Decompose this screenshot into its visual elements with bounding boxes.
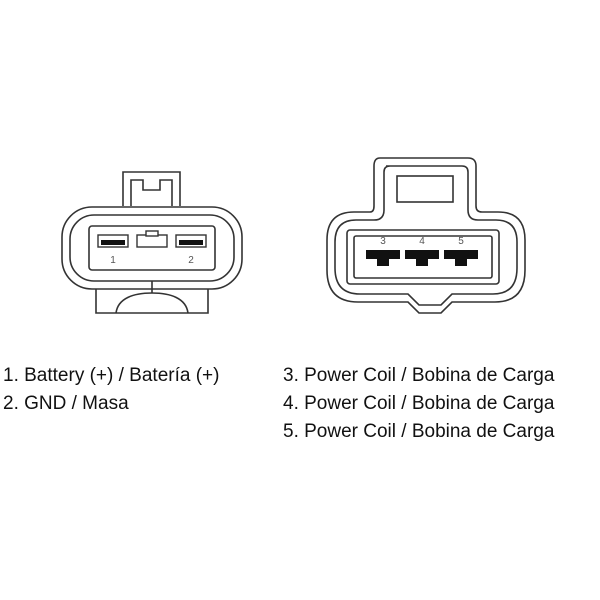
connector-right — [326, 157, 526, 314]
legend-item-2: 2. GND / Masa — [3, 393, 129, 414]
left-terminal-2 — [175, 234, 207, 248]
right-terminal-5-bar — [444, 250, 478, 259]
left-pin-label-2: 2 — [188, 255, 194, 266]
right-pin-cavity-inner — [353, 235, 493, 279]
left-bottom-arch — [115, 292, 189, 314]
left-top-latch-inner — [130, 179, 173, 206]
left-terminal-2-blade — [179, 240, 203, 245]
right-pin-label-3: 3 — [380, 236, 386, 247]
legend-item-1: 1. Battery (+) / Batería (+) — [3, 365, 220, 386]
right-housing-inner — [334, 165, 518, 306]
left-top-latch — [122, 171, 181, 206]
right-terminal-3-bar — [366, 250, 400, 259]
right-top-window — [396, 175, 454, 203]
left-terminal-1-blade — [101, 240, 125, 245]
left-pin-label-1: 1 — [110, 255, 116, 266]
right-pin-label-4: 4 — [419, 236, 425, 247]
right-terminal-4-stem — [416, 258, 428, 266]
connector-left — [61, 171, 243, 314]
left-terminal-mid-tab — [145, 230, 159, 237]
legend-item-4: 4. Power Coil / Bobina de Carga — [283, 393, 555, 414]
right-terminal-4-bar — [405, 250, 439, 259]
right-terminal-5-stem — [455, 258, 467, 266]
legend-left: 1. Battery (+) / Batería (+) 2. GND / Ma… — [3, 362, 219, 418]
right-terminal-3-stem — [377, 258, 389, 266]
left-bottom-mount — [95, 289, 209, 314]
left-terminal-1 — [97, 234, 129, 248]
legend-item-3: 3. Power Coil / Bobina de Carga — [283, 365, 555, 386]
right-terminals — [366, 250, 478, 266]
left-pin-cavity — [88, 225, 216, 271]
legend-right: 3. Power Coil / Bobina de Carga 4. Power… — [283, 362, 554, 446]
right-pin-label-5: 5 — [458, 236, 464, 247]
right-pin-cavity-outer — [346, 229, 500, 285]
legend-item-5: 5. Power Coil / Bobina de Carga — [283, 421, 555, 442]
